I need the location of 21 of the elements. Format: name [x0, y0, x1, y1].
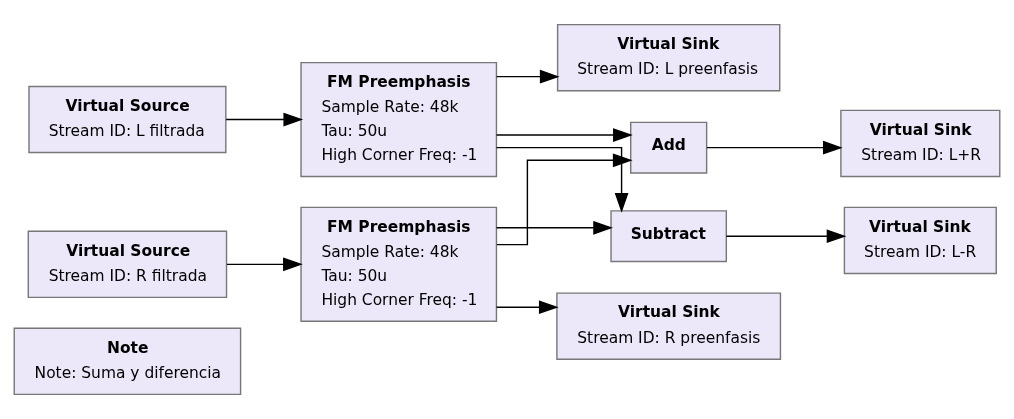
node-box: Virtual Source Stream ID: R filtrada [27, 230, 228, 299]
arrow [225, 112, 304, 127]
node-box: Subtract [610, 210, 728, 263]
node-box: Virtual Source Stream ID: L filtrada [28, 85, 227, 154]
arrow [495, 69, 560, 84]
arrow [495, 220, 613, 235]
node-box: Virtual Sink Stream ID: R preenfasis [556, 292, 782, 360]
arrow [495, 146, 629, 213]
node-box: FM Preemphasis Sample Rate: 48k Tau: 50u High Corner Freq: -1 [300, 206, 498, 322]
node-box: Virtual Sink Stream ID: L preenfasis [556, 23, 781, 92]
arrow [226, 257, 303, 272]
arrow [496, 153, 633, 246]
node-box: Add [630, 121, 708, 174]
arrow [495, 300, 559, 315]
node-box: Note Note: Suma y diferencia [13, 327, 242, 396]
node-box: FM Preemphasis Sample Rate: 48k Tau: 50u High Corner Freq: -1 [300, 61, 498, 178]
arrow [706, 140, 843, 155]
arrow [725, 229, 847, 244]
node-box: Virtual Sink Stream ID: L+R [840, 109, 1001, 178]
node-box: Virtual Sink Stream ID: L-R [843, 206, 997, 275]
arrow [495, 128, 633, 142]
